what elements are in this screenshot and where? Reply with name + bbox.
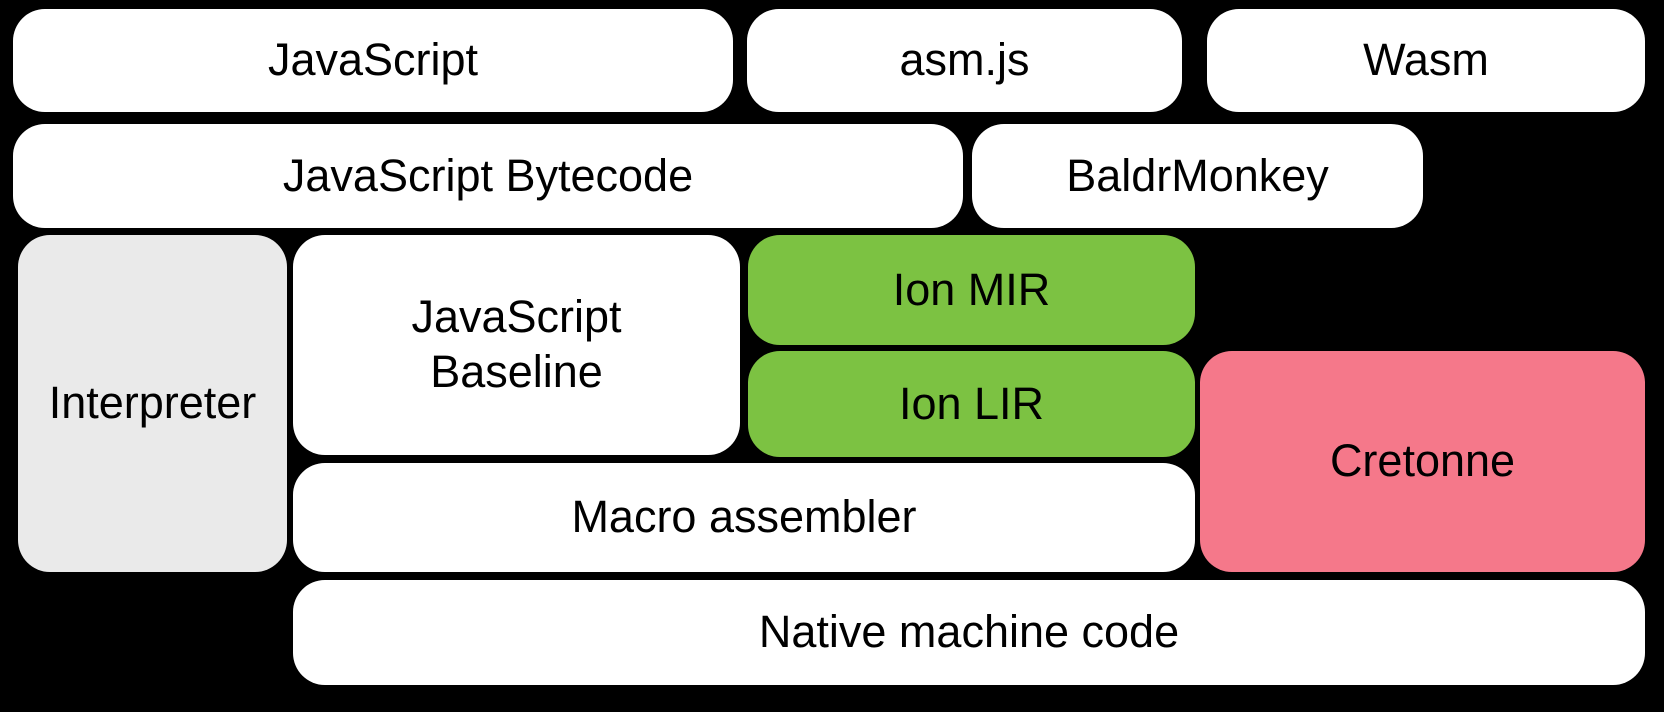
box-label-wasm: Wasm [1363, 34, 1489, 86]
box-label-macro-assembler: Macro assembler [571, 491, 917, 543]
box-native-machine-code: Native machine code [293, 580, 1645, 685]
box-macro-assembler: Macro assembler [293, 463, 1195, 572]
box-baldrmonkey: BaldrMonkey [972, 124, 1423, 228]
box-javascript: JavaScript [13, 9, 733, 112]
box-label-native-machine-code: Native machine code [758, 606, 1180, 658]
box-label-baldrmonkey: BaldrMonkey [1066, 149, 1329, 201]
box-label-asm-js: asm.js [899, 34, 1030, 86]
box-asm-js: asm.js [747, 9, 1182, 112]
box-cretonne: Cretonne [1200, 351, 1645, 572]
box-label-interpreter: Interpreter [48, 377, 257, 429]
box-label-ion-lir: Ion LIR [898, 377, 1045, 429]
box-wasm: Wasm [1207, 9, 1645, 112]
box-interpreter: Interpreter [18, 235, 287, 572]
box-label-javascript-baseline: JavaScript Baseline [411, 291, 622, 397]
box-label-cretonne: Cretonne [1329, 435, 1516, 487]
box-label-javascript-bytecode: JavaScript Bytecode [282, 149, 694, 201]
box-label-javascript: JavaScript [267, 34, 479, 86]
box-javascript-baseline: JavaScript Baseline [293, 235, 740, 455]
box-javascript-bytecode: JavaScript Bytecode [13, 124, 963, 228]
box-label-ion-mir: Ion MIR [892, 263, 1051, 315]
box-ion-lir: Ion LIR [748, 351, 1195, 457]
box-ion-mir: Ion MIR [748, 235, 1195, 345]
